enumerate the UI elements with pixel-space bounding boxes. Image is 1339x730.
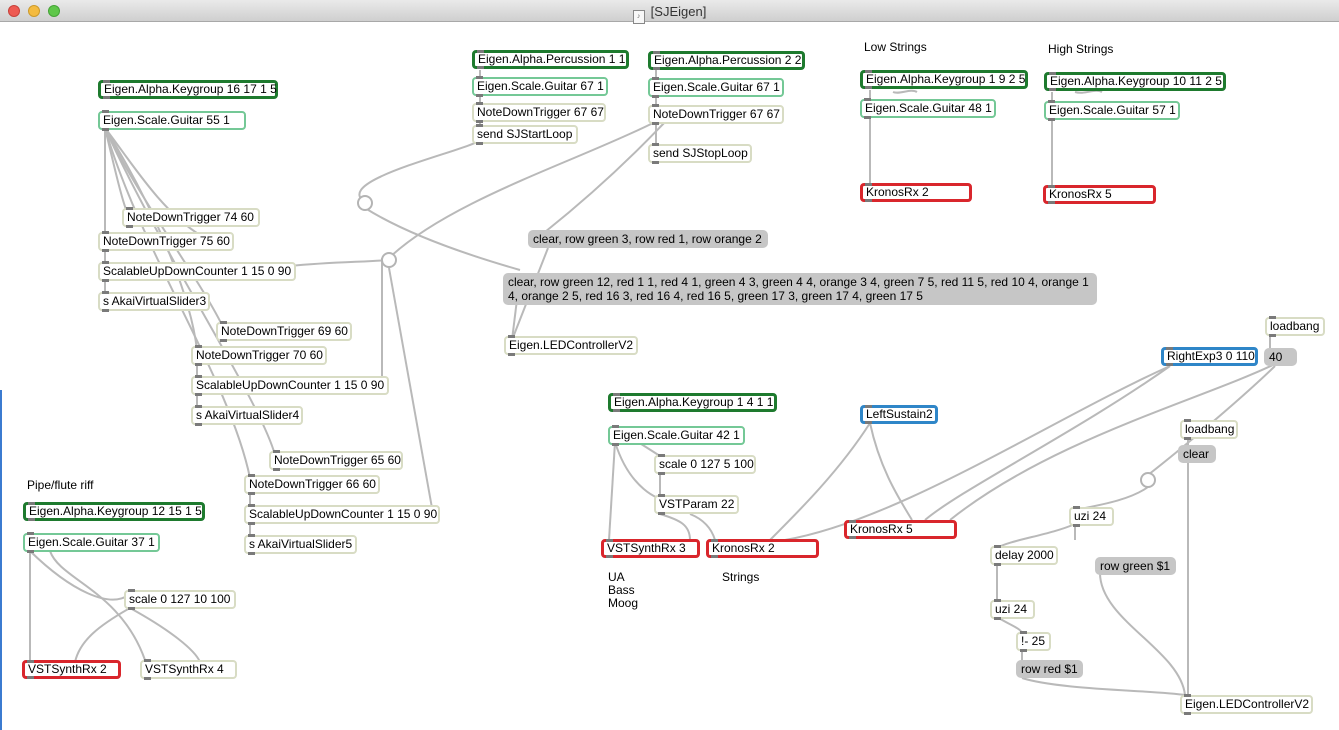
send-stop-loop-object[interactable]: send SJStopLoop xyxy=(648,143,752,164)
note-trigger-74-object[interactable]: NoteDownTrigger 74 60 xyxy=(122,207,260,228)
vst-synth-rx3-object[interactable]: VSTSynthRx 3 xyxy=(601,539,700,558)
left-sustain-object[interactable]: LeftSustain2 xyxy=(860,405,938,424)
send-slider5-object[interactable]: s AkaiVirtualSlider5 xyxy=(244,534,357,555)
scale-guitar-42-object[interactable]: Eigen.Scale.Guitar 42 1 xyxy=(608,425,745,446)
note-trigger-67b-object[interactable]: NoteDownTrigger 67 67 xyxy=(648,104,784,125)
loadbang-2-object[interactable]: loadbang xyxy=(1180,419,1238,440)
uzi-1-object[interactable]: uzi 24 xyxy=(1069,506,1114,527)
kronos-5b-object[interactable]: KronosRx 5 xyxy=(844,520,957,539)
uzi-2-object[interactable]: uzi 24 xyxy=(990,599,1035,620)
send-slider3-object[interactable]: s AkaiVirtualSlider3 xyxy=(98,291,210,312)
window-title-text: [SJEigen] xyxy=(650,4,707,19)
percussion-2-object[interactable]: Eigen.Alpha.Percussion 2 2 xyxy=(648,51,805,70)
counter-3-object[interactable]: ScalableUpDownCounter 1 15 0 90 xyxy=(244,504,440,525)
scale-guitar-37-object[interactable]: Eigen.Scale.Guitar 37 1 xyxy=(23,532,160,553)
window-edge-highlight xyxy=(0,390,2,730)
percussion-1-object[interactable]: Eigen.Alpha.Percussion 1 1 xyxy=(472,50,629,69)
scale-guitar-67b-object[interactable]: Eigen.Scale.Guitar 67 1 xyxy=(648,77,784,98)
minus-25-object[interactable]: !- 25 xyxy=(1016,631,1051,652)
comment-strings: Strings xyxy=(722,570,760,584)
comment-low-strings: Low Strings xyxy=(864,40,927,54)
counter-1-object[interactable]: ScalableUpDownCounter 1 15 0 90 xyxy=(98,261,296,282)
comment-ua-bass-moog: UA Bass Moog xyxy=(608,570,639,610)
keygroup-low-object[interactable]: Eigen.Alpha.Keygroup 1 9 2 5 xyxy=(860,70,1028,89)
window-title: ♪ [SJEigen] xyxy=(0,4,1339,24)
vst-synth-rx2-object[interactable]: VSTSynthRx 2 xyxy=(22,660,121,679)
keygroup-12-object[interactable]: Eigen.Alpha.Keygroup 12 15 1 5 xyxy=(23,502,205,521)
scale-guitar-57-object[interactable]: Eigen.Scale.Guitar 57 1 xyxy=(1044,100,1180,121)
message-clear-short[interactable]: clear, row green 3, row red 1, row orang… xyxy=(528,230,768,248)
message-40[interactable]: 40 xyxy=(1264,348,1297,366)
note-trigger-70-object[interactable]: NoteDownTrigger 70 60 xyxy=(191,345,327,366)
scale-guitar-67a-object[interactable]: Eigen.Scale.Guitar 67 1 xyxy=(472,76,608,97)
scale-guitar-48-object[interactable]: Eigen.Scale.Guitar 48 1 xyxy=(860,98,996,119)
keygroup-1411-object[interactable]: Eigen.Alpha.Keygroup 1 4 1 1 xyxy=(608,393,777,412)
kronos-low-object[interactable]: KronosRx 2 xyxy=(860,183,972,202)
bang-button-1[interactable] xyxy=(357,195,373,211)
zoom-window-button[interactable] xyxy=(48,5,60,17)
comment-pipe-flute: Pipe/flute riff xyxy=(27,478,94,492)
loadbang-1-object[interactable]: loadbang xyxy=(1265,316,1325,337)
note-trigger-75-object[interactable]: NoteDownTrigger 75 60 xyxy=(98,231,234,252)
keygroup-high-object[interactable]: Eigen.Alpha.Keygroup 10 11 2 5 xyxy=(1044,72,1226,91)
keygroup-16-object[interactable]: Eigen.Alpha.Keygroup 16 17 1 5 xyxy=(98,80,278,99)
bang-button-2[interactable] xyxy=(381,252,397,268)
scale-guitar-55-object[interactable]: Eigen.Scale.Guitar 55 1 xyxy=(98,110,246,131)
vst-synth-rx4-object[interactable]: VSTSynthRx 4 xyxy=(140,659,237,680)
vst-param-22-object[interactable]: VSTParam 22 xyxy=(654,494,739,515)
message-clear-long[interactable]: clear, row green 12, red 1 1, red 4 1, g… xyxy=(503,273,1097,305)
note-trigger-66-object[interactable]: NoteDownTrigger 66 60 xyxy=(244,474,380,495)
minimize-window-button[interactable] xyxy=(28,5,40,17)
note-trigger-67a-object[interactable]: NoteDownTrigger 67 67 xyxy=(472,102,606,123)
note-trigger-69-object[interactable]: NoteDownTrigger 69 60 xyxy=(216,321,352,342)
send-slider4-object[interactable]: s AkaiVirtualSlider4 xyxy=(191,405,303,426)
send-start-loop-object[interactable]: send SJStartLoop xyxy=(472,124,578,145)
led-controller-2-object[interactable]: Eigen.LEDControllerV2 xyxy=(1180,694,1313,715)
kronos-strings-object[interactable]: KronosRx 2 xyxy=(706,539,819,558)
document-icon: ♪ xyxy=(632,10,645,24)
delay-2000-object[interactable]: delay 2000 xyxy=(990,545,1058,566)
message-row-green[interactable]: row green $1 xyxy=(1095,557,1176,575)
led-controller-1-object[interactable]: Eigen.LEDControllerV2 xyxy=(504,335,638,356)
kronos-high-object[interactable]: KronosRx 5 xyxy=(1043,185,1156,204)
counter-2-object[interactable]: ScalableUpDownCounter 1 15 0 90 xyxy=(191,375,389,396)
comment-high-strings: High Strings xyxy=(1048,42,1114,56)
bang-button-3[interactable] xyxy=(1140,472,1156,488)
right-exp3-object[interactable]: RightExp3 0 110 xyxy=(1161,347,1258,366)
close-window-button[interactable] xyxy=(8,5,20,17)
scale-5-100-object[interactable]: scale 0 127 5 100 xyxy=(654,454,756,475)
message-row-red[interactable]: row red $1 xyxy=(1016,660,1083,678)
title-bar: ♪ [SJEigen] xyxy=(0,0,1339,24)
scale-pipe-object[interactable]: scale 0 127 10 100 xyxy=(124,589,236,610)
note-trigger-65-object[interactable]: NoteDownTrigger 65 60 xyxy=(269,450,403,471)
message-clear[interactable]: clear xyxy=(1178,445,1216,463)
